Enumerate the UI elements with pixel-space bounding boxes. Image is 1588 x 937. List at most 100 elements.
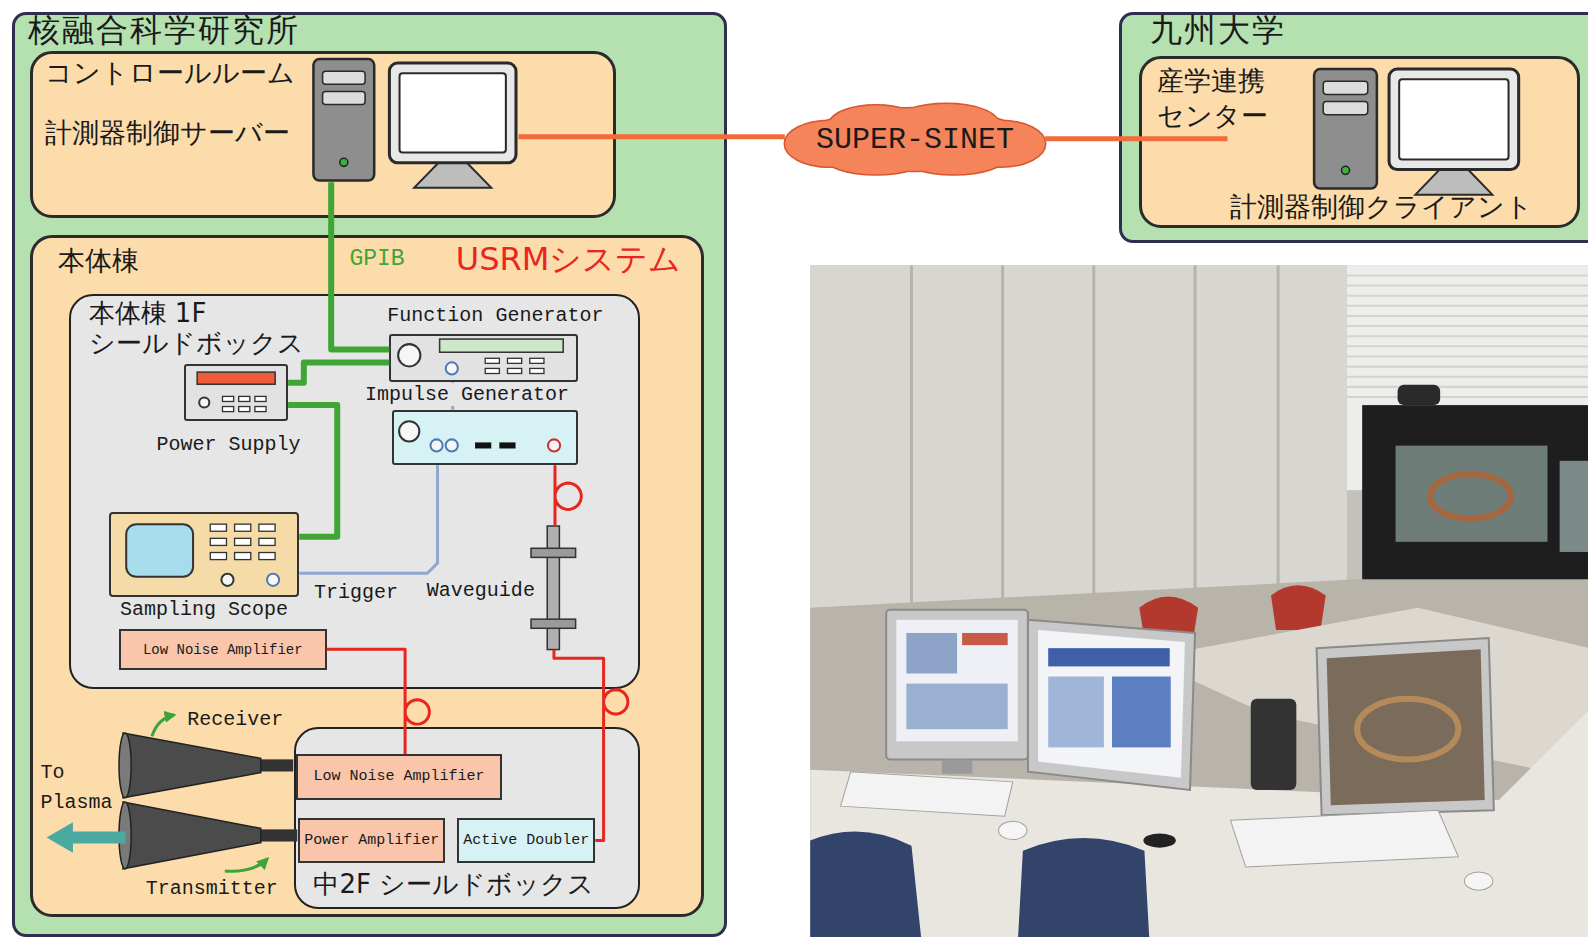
institute-region: 計測器制御サーバーコントロールルーム Function GeneratorPowe… xyxy=(12,12,727,937)
text-holder: 核融合科学研究所 xyxy=(28,12,300,49)
room-photo xyxy=(1112,677,1171,748)
sampling-scope-icon xyxy=(234,524,250,531)
function-generator-icon xyxy=(486,358,500,363)
text-holder: 計測器制御クライアント xyxy=(1230,191,1533,222)
text-holder: Low Noise Amplifier xyxy=(121,631,325,668)
room-photo xyxy=(810,265,1347,630)
waveguide: Waveguide xyxy=(528,526,579,650)
university-region: 計測器制御クライアント 産学連携 センター 九州大学 xyxy=(1119,12,1588,243)
room-photo xyxy=(1251,699,1297,790)
impulse-generator-icon xyxy=(431,439,443,451)
text-holder: 産学連携 センター xyxy=(1157,63,1287,133)
room-photo xyxy=(841,772,1013,817)
sampling-scope: Sampling Scope xyxy=(109,512,299,597)
text-holder: 九州大学 xyxy=(1150,12,1286,49)
text-holder: 本体棟 1F シールドボックス xyxy=(89,299,309,359)
node-label: Sampling Scope xyxy=(120,598,288,621)
sampling-scope-icon xyxy=(221,574,233,586)
transmitter-horn-icon xyxy=(124,802,262,869)
control-client-icon xyxy=(1389,69,1519,169)
sampling-scope-icon xyxy=(126,524,193,577)
power-supply-icon xyxy=(199,397,209,407)
receiver-horn: Receiver xyxy=(119,731,293,800)
text-holder: Function Generator xyxy=(387,304,603,327)
room-photo xyxy=(911,265,1278,619)
receiver-horn-icon xyxy=(259,760,293,772)
text-holder: Power Supply xyxy=(156,433,300,456)
power-supply-icon xyxy=(255,396,266,401)
control-client-icon xyxy=(1400,79,1509,159)
power-supply-icon xyxy=(184,364,288,421)
power-supply-icon xyxy=(238,396,249,401)
sampling-scope-icon xyxy=(259,552,275,559)
sampling-scope-icon xyxy=(267,574,279,586)
room-photo xyxy=(1560,461,1588,552)
text-holder: 本体棟 xyxy=(58,245,139,276)
text-holder: USRMシステム xyxy=(456,241,682,278)
text-holder: To Plasma xyxy=(41,758,121,818)
node-label: 中2F シールドボックス xyxy=(313,870,594,900)
doubler-box: Active Doubler xyxy=(457,818,595,864)
sampling-scope-icon xyxy=(109,512,299,597)
waveguide-icon xyxy=(531,548,576,557)
function-generator-icon xyxy=(398,339,563,374)
sampling-scope-icon xyxy=(259,538,275,545)
power-supply-icon xyxy=(222,407,233,412)
text-holder: Impulse Generator xyxy=(362,383,572,406)
bus-label: GPIB xyxy=(349,246,404,272)
sampling-scope-icon xyxy=(234,538,250,545)
room-photo xyxy=(1048,677,1104,748)
power-supply-icon xyxy=(197,372,275,411)
power-supply-icon xyxy=(238,407,249,412)
function-generator-icon xyxy=(398,344,420,366)
receiver-horn-icon xyxy=(119,733,131,798)
receiver-horn-icon xyxy=(124,733,262,798)
text-holder: Transmitter xyxy=(146,877,278,900)
text-holder: 中2F シールドボックス xyxy=(313,870,594,900)
node-label: 計測器制御クライアント xyxy=(1230,191,1533,222)
node-label: Low Noise Amplifier xyxy=(143,642,303,658)
room-photo xyxy=(999,821,1027,839)
sampling-scope-icon xyxy=(210,538,226,545)
control-room-box: 計測器制御サーバーコントロールルーム xyxy=(30,51,615,218)
direction-label: To Plasma xyxy=(41,758,121,818)
room-photo xyxy=(962,633,1008,645)
control-client-icon xyxy=(1324,81,1369,94)
control-server-icon xyxy=(323,91,366,104)
room-photo xyxy=(886,610,1028,760)
power-supply: Power Supply xyxy=(184,364,288,421)
impulse-generator-icon xyxy=(446,439,458,451)
control-server-icon xyxy=(415,162,492,187)
sampling-scope-icon xyxy=(234,552,250,559)
node-label: Function Generator xyxy=(387,304,603,327)
transmitter-horn-icon xyxy=(119,802,297,869)
impulse-generator: Impulse Generator xyxy=(392,410,577,466)
power-supply-icon xyxy=(255,407,266,412)
room-photo xyxy=(1398,385,1441,405)
signal-label: Trigger xyxy=(314,581,398,604)
sampling-scope-icon xyxy=(126,524,279,586)
receiver-horn-icon xyxy=(119,733,293,798)
amplifier-box: Low Noise Amplifier xyxy=(119,629,327,670)
text-holder: GPIB xyxy=(349,246,404,272)
network-cloud: SUPER-SINET xyxy=(785,104,1045,175)
control-client: 計測器制御クライアント xyxy=(1227,63,1556,225)
function-generator-icon xyxy=(486,368,500,373)
amplifier-box: Power Amplifier xyxy=(298,818,445,864)
control-server-icon xyxy=(314,59,517,188)
cable-connector xyxy=(1045,136,1227,141)
shield-box: Low Noise AmplifierPower AmplifierActive… xyxy=(294,727,640,909)
sampling-scope-icon xyxy=(259,524,275,531)
node-label: コントロールルーム xyxy=(45,57,295,88)
room-photo xyxy=(1327,649,1485,805)
text-holder: コントロールルーム xyxy=(45,57,295,88)
cable-connector xyxy=(519,134,785,139)
waveguide-icon xyxy=(547,526,559,650)
room-photo xyxy=(906,633,957,674)
text-holder: Receiver xyxy=(187,708,283,731)
room-photo xyxy=(896,620,1018,742)
impulse-generator-icon xyxy=(548,439,560,451)
text-holder: Waveguide xyxy=(427,579,535,602)
transmitter-horn: Transmitter xyxy=(119,800,297,871)
room-photo xyxy=(1347,275,1588,397)
